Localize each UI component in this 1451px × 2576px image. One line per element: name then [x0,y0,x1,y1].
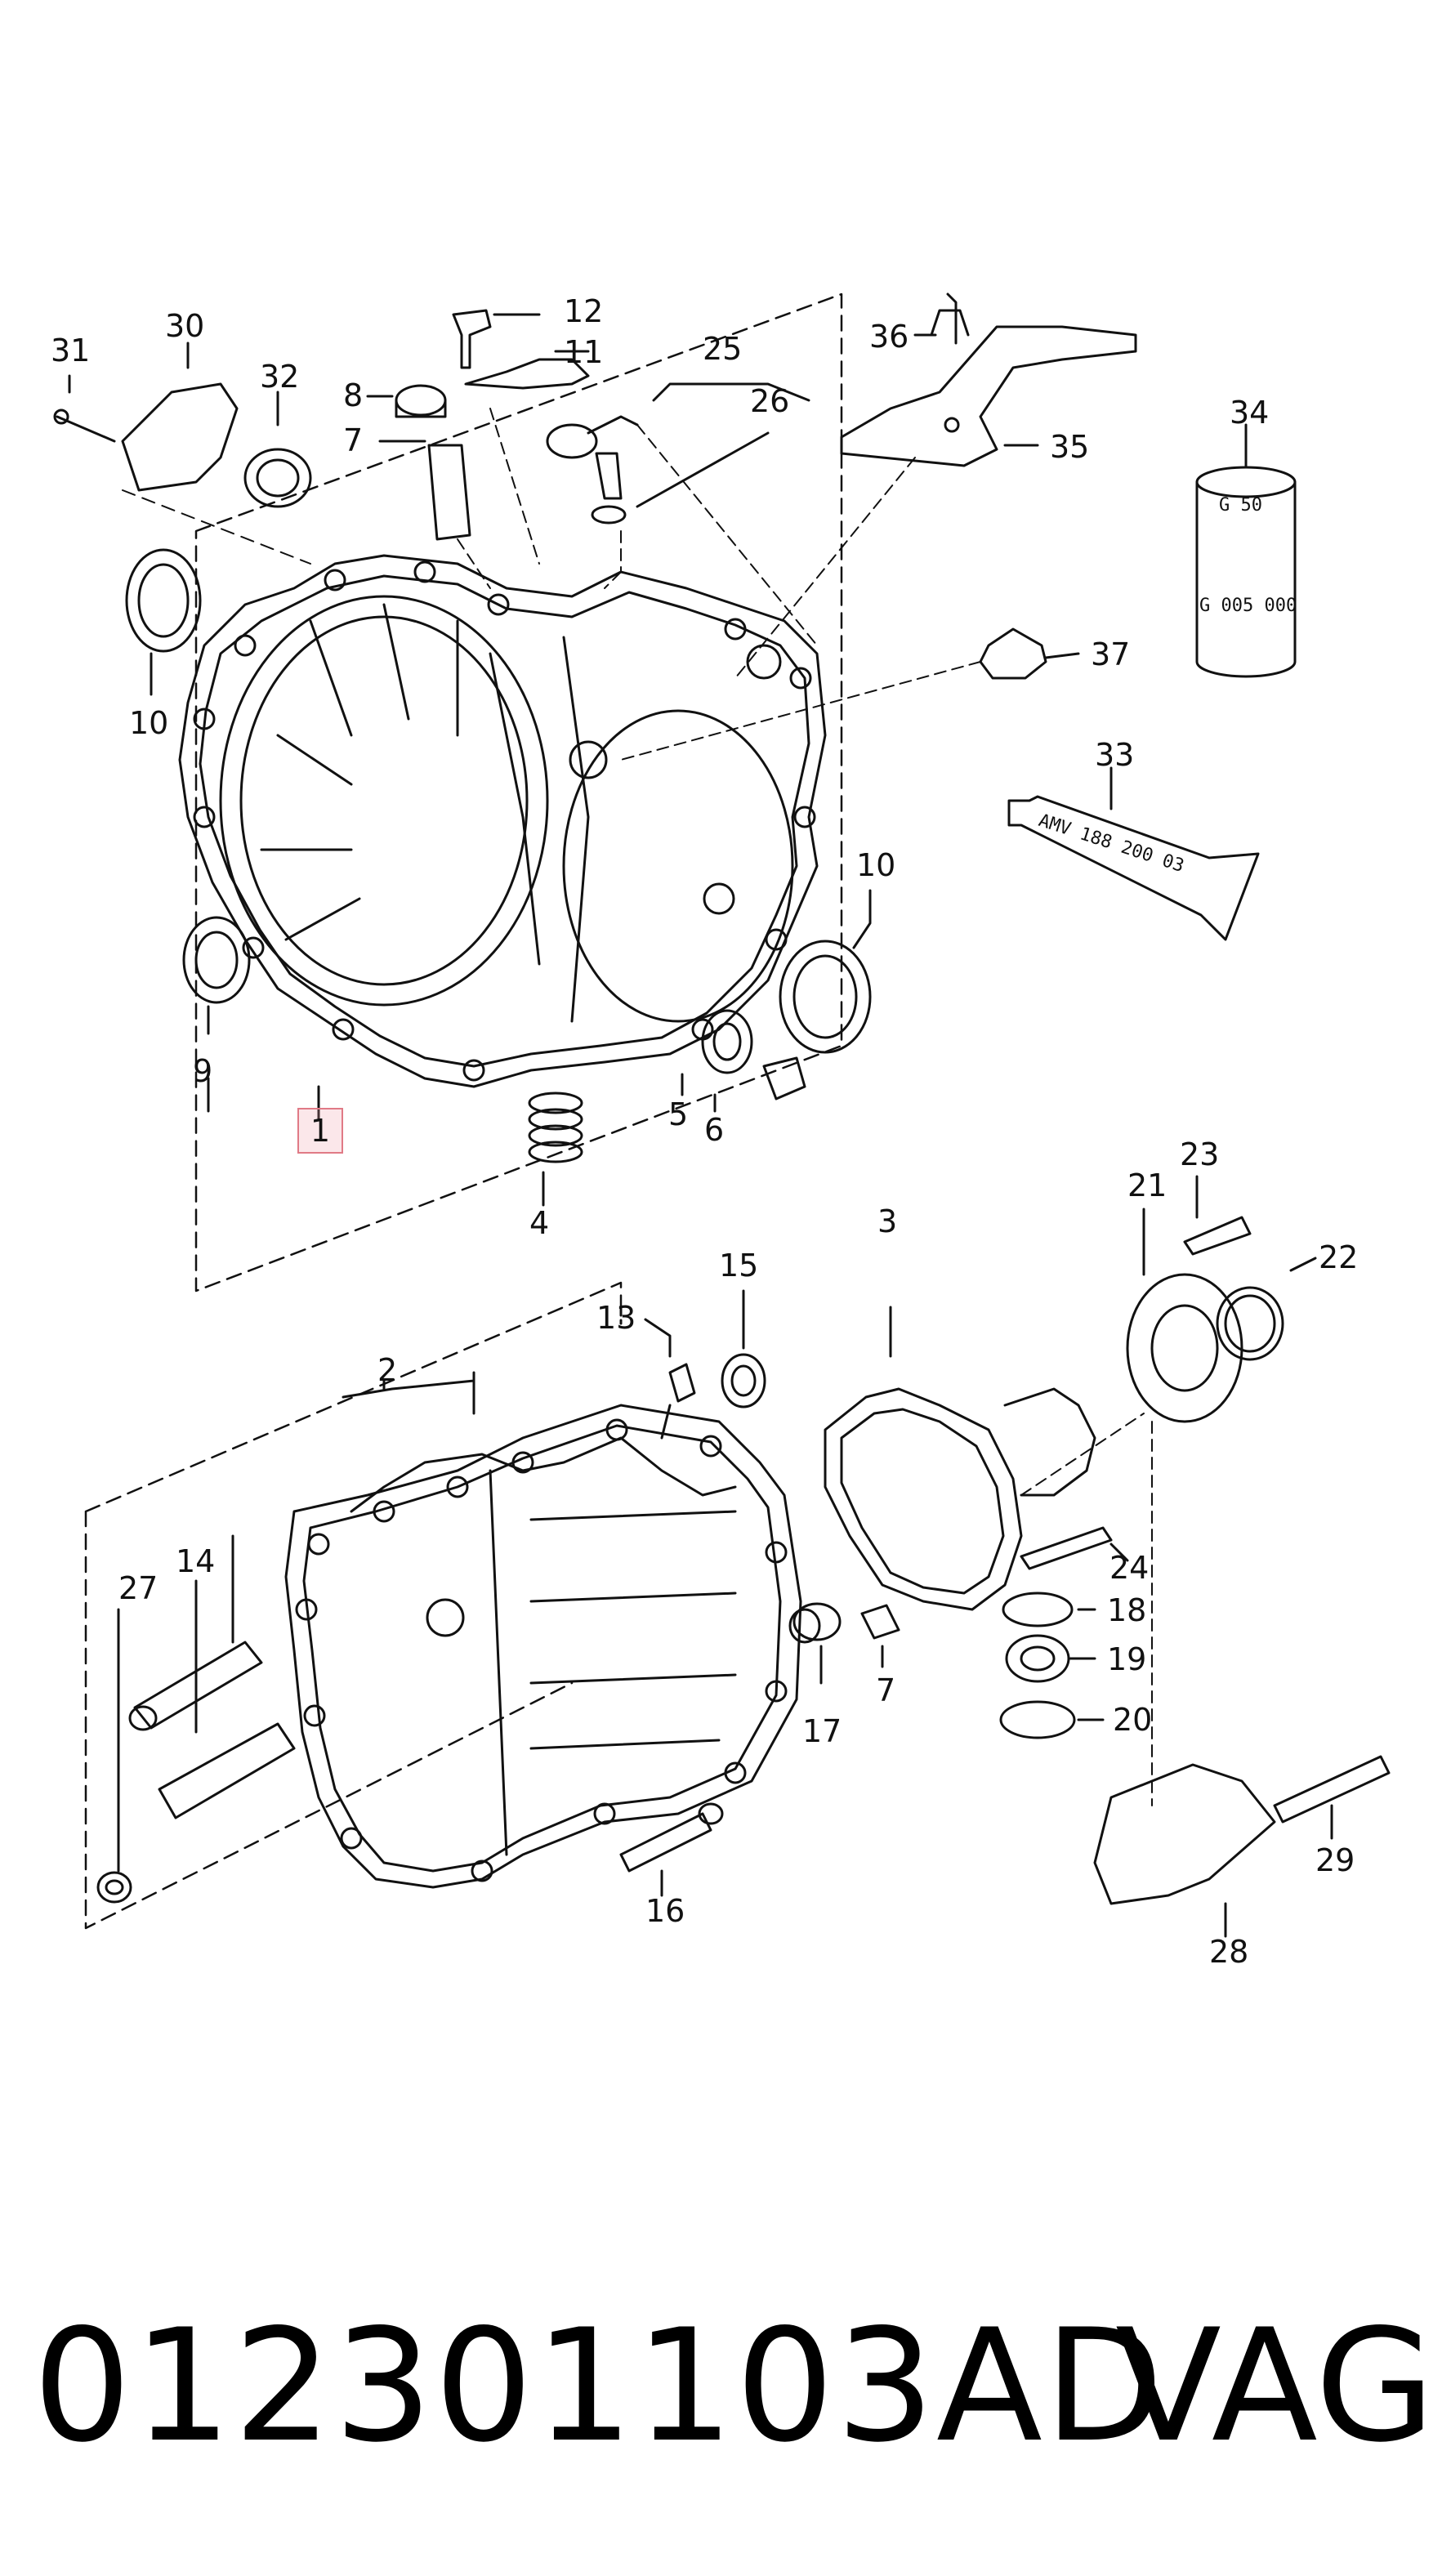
parts-13-15 [644,1289,766,1440]
bracket-35-36 [734,292,1137,679]
callout-37: 37 [1091,636,1131,672]
callout-25: 25 [703,331,743,367]
bracket-28-29 [1093,1421,1391,1938]
callout-21: 21 [1127,1167,1167,1203]
parts-18-19-20-24 [999,1526,1129,1739]
callout-10-upper: 10 [129,705,169,741]
callout-8: 8 [343,377,364,413]
parts-7-8 [366,384,491,589]
callout-2: 2 [377,1352,398,1388]
parts-17-7-lower [788,1602,900,1685]
callout-7-upper: 7 [343,422,364,458]
flange-21-22-23 [1126,1175,1317,1423]
callout-35: 35 [1050,429,1090,465]
callout-16: 16 [645,1893,685,1929]
callout-29: 29 [1315,1842,1355,1878]
callout-13: 13 [596,1300,636,1336]
callout-5: 5 [668,1096,689,1132]
callout-15: 15 [719,1248,759,1284]
canister-34 [1195,423,1297,678]
sender-25-26 [546,382,818,646]
callout-19: 19 [1107,1641,1147,1677]
callout-34: 34 [1230,395,1270,431]
callout-3: 3 [877,1203,898,1239]
callout-11: 11 [564,334,604,370]
callout-31: 31 [51,333,91,368]
seal-9 [182,916,251,1035]
callout-33: 33 [1095,737,1135,773]
callout-14: 14 [176,1543,216,1579]
part-number-caption: 012301103AD [33,2296,1166,2476]
callout-22: 22 [1319,1239,1359,1275]
callout-24: 24 [1109,1550,1150,1586]
callout-36: 36 [869,319,909,355]
callout-30: 30 [165,308,205,344]
selector-rods-14-27 [96,1534,296,1904]
callout-17: 17 [802,1713,842,1749]
bung-37 [620,627,1080,761]
canister-label-top: G 50 [1219,495,1262,516]
callout-20: 20 [1113,1702,1153,1738]
bracket-30-31-32 [53,342,312,565]
canister-label-bottom: G 005 000 [1199,596,1297,616]
parts-11-12 [452,309,590,565]
clutch-housing-part-1 [178,292,843,1292]
callout-10-lower: 10 [856,847,896,883]
callout-27: 27 [118,1570,158,1606]
callout-1-highlighted: 1 [297,1108,343,1154]
seal-10-lower [779,889,872,1054]
gearbox-housing-part-2 [284,1404,802,1889]
callout-18: 18 [1107,1592,1147,1628]
callout-23: 23 [1180,1136,1220,1172]
callout-6: 6 [704,1112,725,1148]
callout-4: 4 [529,1205,550,1241]
callout-26: 26 [750,383,790,419]
callout-28: 28 [1209,1934,1249,1970]
callout-7-lower: 7 [876,1672,896,1708]
brand-caption: VAG [1115,2296,1435,2476]
callout-32: 32 [260,359,300,395]
seal-10-upper [125,548,202,696]
callout-9: 9 [193,1053,213,1089]
spring-4 [528,1092,583,1207]
grease-tube-33 [1007,766,1260,941]
parts-5-6 [681,1009,806,1113]
callout-12: 12 [564,293,604,329]
bolt-16 [619,1802,724,1897]
housing-cover-part-3 [824,1306,1145,1611]
